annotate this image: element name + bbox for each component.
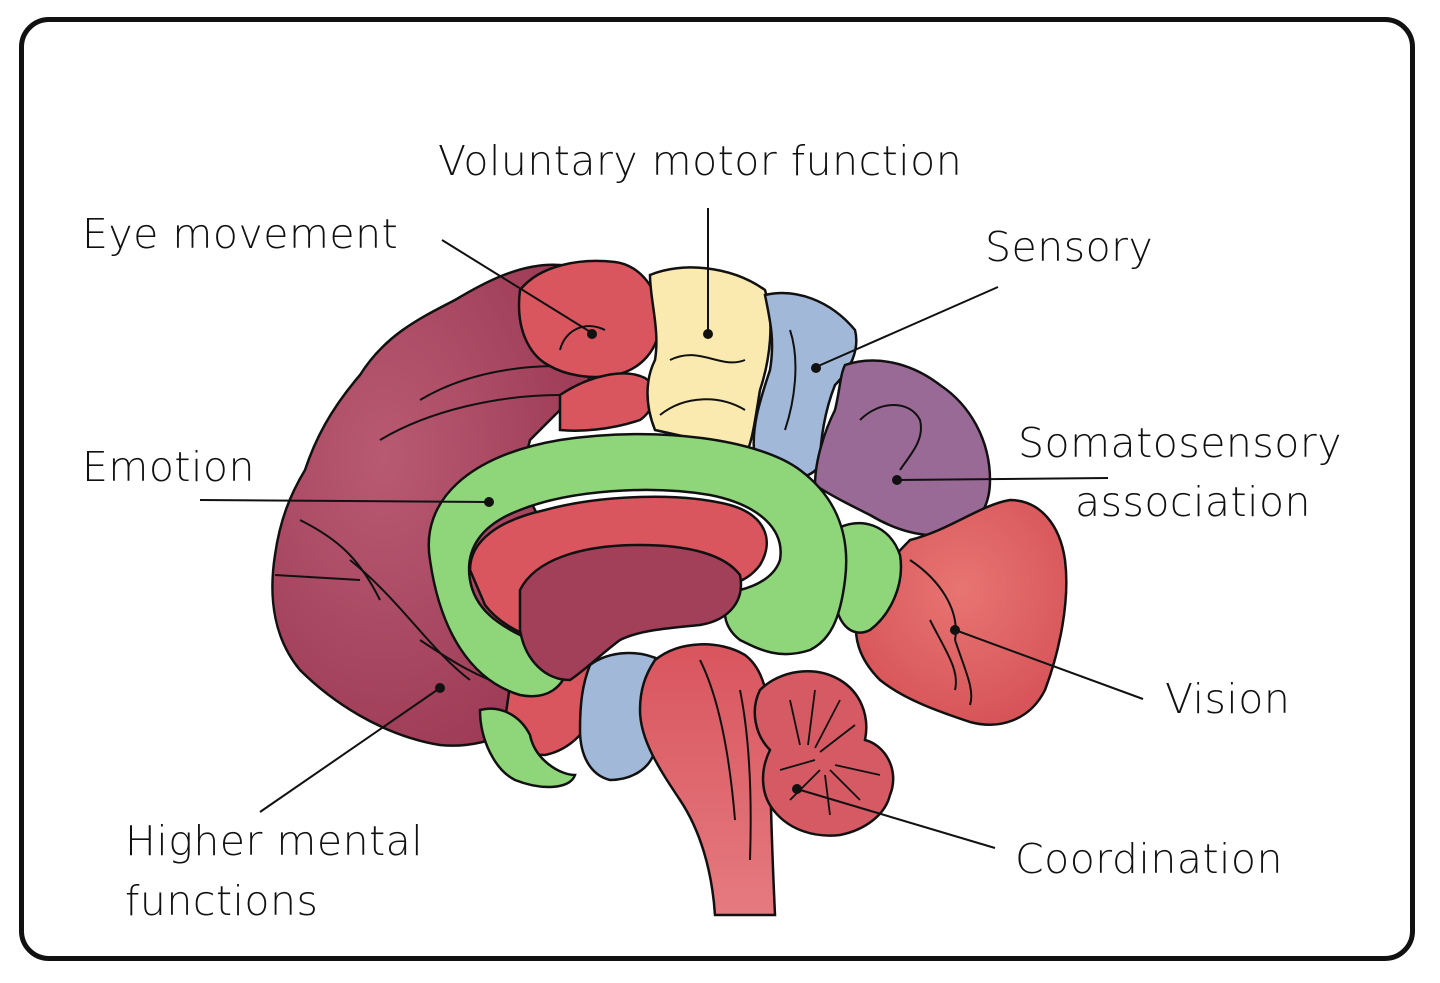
pointer-emotion bbox=[199, 499, 489, 503]
cerebellum-region bbox=[753, 670, 895, 837]
dot-voluntary-motor bbox=[703, 329, 713, 339]
label-sensory: Sensory bbox=[985, 223, 1154, 271]
label-voluntary-motor-function: Voluntary motor function bbox=[438, 137, 963, 185]
thalamus-region bbox=[518, 543, 743, 682]
pointer-vision bbox=[954, 629, 1144, 700]
label-higher-mental-line1: Higher mental bbox=[125, 817, 424, 865]
dot-sensory bbox=[811, 363, 821, 373]
pointer-somatosensory bbox=[896, 477, 1109, 481]
brainstem-region bbox=[638, 643, 777, 917]
somatosensory-association-region bbox=[813, 359, 992, 537]
dot-coordination bbox=[792, 784, 802, 794]
dot-eye-movement bbox=[587, 329, 597, 339]
dot-somatosensory bbox=[892, 475, 902, 485]
label-emotion: Emotion bbox=[82, 443, 255, 491]
label-vision: Vision bbox=[1165, 675, 1291, 723]
dot-higher-mental bbox=[435, 683, 445, 693]
pointer-eye-movement bbox=[441, 239, 593, 334]
pointer-dots bbox=[435, 329, 960, 794]
eye-field-region bbox=[517, 259, 662, 379]
pointer-sensory bbox=[815, 286, 999, 368]
pointer-lines bbox=[199, 208, 1144, 849]
label-coordination: Coordination bbox=[1015, 835, 1283, 883]
pointer-coordination bbox=[796, 788, 996, 849]
label-somatosensory-line1: Somatosensory bbox=[1018, 419, 1342, 467]
pointer-higher-mental bbox=[259, 687, 441, 813]
dot-vision bbox=[950, 625, 960, 635]
label-somatosensory-line2: association bbox=[1075, 478, 1312, 526]
dot-emotion bbox=[484, 497, 494, 507]
label-higher-mental-line2: functions bbox=[125, 877, 319, 925]
label-eye-movement: Eye movement bbox=[82, 210, 399, 258]
